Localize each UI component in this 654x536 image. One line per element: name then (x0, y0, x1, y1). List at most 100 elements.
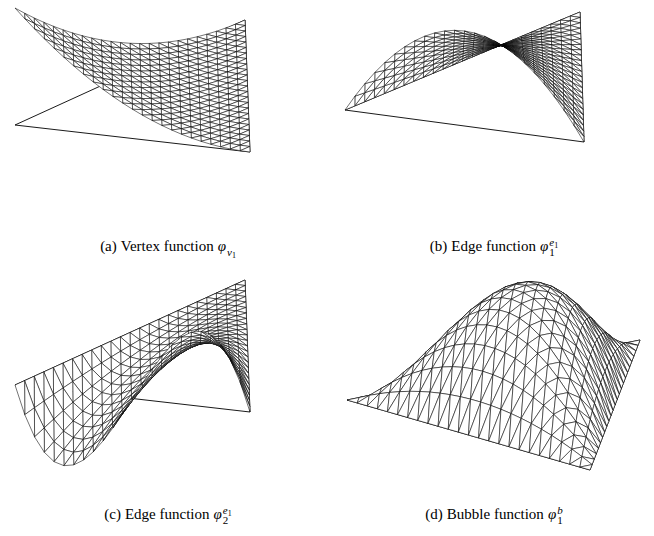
mesh-triangle (551, 37, 561, 41)
mesh-triangle (121, 59, 131, 65)
mesh-triangle (161, 114, 171, 120)
mesh-triangle (425, 33, 435, 37)
mesh-triangle (551, 24, 561, 27)
mesh-triangle (463, 46, 473, 49)
mesh-triangle (123, 98, 133, 104)
mesh-triangle (483, 46, 493, 48)
mesh-triangle (160, 86, 170, 92)
mesh-triangle (571, 45, 581, 50)
mesh-triangle (230, 360, 240, 382)
mesh-triangle (113, 414, 123, 428)
mesh-triangle (142, 104, 152, 110)
mesh-triangle (512, 42, 522, 43)
mesh-triangle (140, 65, 150, 71)
mesh-triangle (131, 60, 141, 66)
mesh-triangle (473, 44, 483, 46)
bubble-mesh (347, 282, 640, 470)
mesh-triangle (35, 29, 45, 39)
mesh-triangle (561, 35, 571, 40)
mesh-triangle (140, 54, 150, 60)
mesh-triangle (44, 442, 54, 462)
mesh-triangle (444, 43, 454, 46)
mesh-triangle (502, 44, 512, 45)
mesh-triangle (200, 343, 210, 344)
mesh-triangle (150, 76, 160, 82)
mesh-triangle (25, 408, 35, 437)
vertex-mesh (15, 8, 250, 152)
reference-triangle (15, 280, 250, 412)
mesh-triangle (554, 93, 564, 106)
mesh-triangle (54, 48, 64, 57)
mesh-triangle (131, 65, 141, 71)
mesh-triangle (130, 54, 140, 60)
mesh-triangle (191, 340, 201, 343)
mesh-triangle (544, 81, 554, 93)
mesh-triangle (198, 315, 208, 321)
mesh-triangle (483, 44, 493, 46)
mesh-triangle (142, 373, 152, 386)
mesh-triangle (130, 49, 140, 55)
mesh-triangle (522, 41, 532, 43)
mesh-triangle (93, 437, 103, 452)
mesh-triangle (524, 63, 534, 73)
mesh-triangle (159, 329, 169, 338)
mesh-triangle (142, 99, 152, 105)
mesh-triangle (103, 426, 113, 441)
mesh-triangle (188, 313, 198, 320)
mesh-triangle (142, 98, 152, 104)
mesh-triangle (130, 43, 140, 49)
mesh-triangle (149, 43, 159, 49)
mesh-triangle (483, 46, 493, 48)
mesh-triangle (230, 145, 240, 151)
mesh-triangle (150, 71, 160, 77)
mesh-triangle (454, 30, 464, 33)
mesh-triangle (152, 114, 162, 120)
mesh-triangle (123, 103, 133, 109)
mesh-triangle (211, 335, 221, 345)
mesh-triangle (445, 30, 455, 33)
mesh-triangle (181, 332, 191, 337)
mesh-triangle (159, 59, 169, 65)
mesh-triangle (522, 43, 532, 45)
mesh-triangle (512, 39, 522, 42)
mesh-triangle (424, 46, 434, 51)
mesh-triangle (74, 451, 84, 465)
mesh-triangle (237, 325, 247, 330)
mesh-triangle (141, 77, 151, 83)
mesh-triangle (131, 82, 141, 88)
mesh-triangle (221, 345, 231, 360)
mesh-triangle (542, 38, 552, 41)
mesh-triangle (141, 93, 151, 99)
mesh-triangle (454, 46, 464, 49)
mesh-triangle (512, 42, 522, 43)
mesh-triangle (161, 92, 171, 98)
mesh-triangle (151, 87, 161, 93)
mesh-triangle (201, 139, 211, 145)
mesh-triangle (502, 41, 512, 45)
mesh-triangle (131, 60, 141, 66)
mesh-triangle (122, 87, 132, 93)
mesh-triangle (132, 93, 142, 99)
mesh-triangle (111, 384, 121, 395)
mesh-triangle (220, 346, 230, 360)
mesh-triangle (142, 110, 152, 116)
mesh-triangle (522, 39, 532, 41)
mesh-triangle (512, 44, 522, 46)
mesh-triangle (211, 335, 221, 345)
mesh-triangle (132, 87, 142, 93)
mesh-triangle (494, 41, 504, 46)
mesh-triangle (240, 147, 250, 153)
mesh-triangle (375, 63, 385, 73)
mesh-triangle (226, 300, 236, 305)
mesh-triangle (226, 289, 236, 295)
mesh-triangle (512, 41, 522, 43)
mesh-triangle (395, 47, 405, 54)
reference-triangle (347, 340, 640, 470)
mesh-triangle (504, 47, 514, 54)
mesh-triangle (132, 104, 142, 110)
mesh-triangle (405, 41, 415, 47)
mesh-triangle (150, 76, 160, 82)
mesh-triangle (551, 20, 561, 24)
